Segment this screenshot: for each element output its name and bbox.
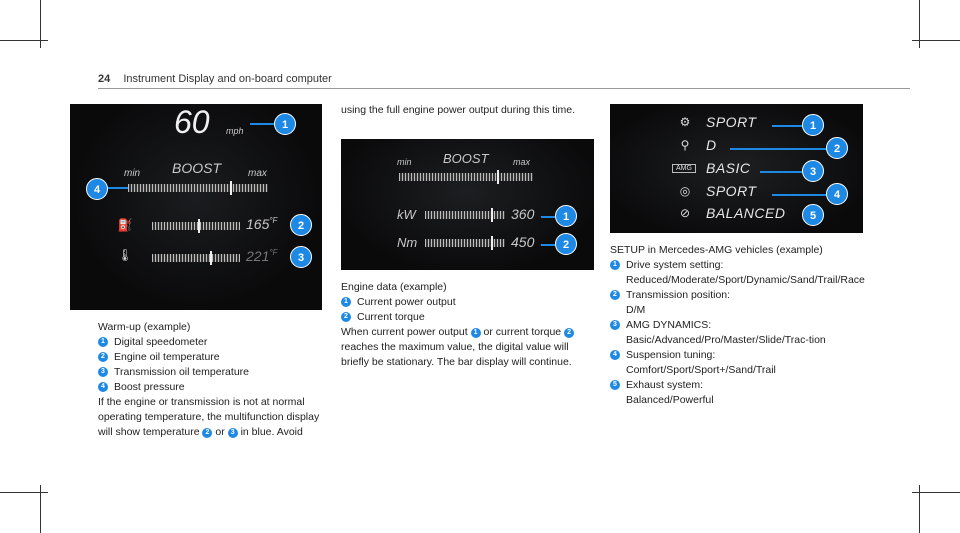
callout-line: [541, 244, 557, 246]
amg-setup-image: ⚙ SPORT 1 ⚲ D 2 AMG BASIC 3 ◎ SPORT 4 ⊘ …: [610, 104, 863, 233]
callout-line: [730, 148, 830, 150]
crop-mark: [40, 0, 41, 48]
callout-line: [760, 171, 804, 173]
crop-mark: [919, 485, 920, 533]
setup-row: ◎ SPORT: [672, 183, 756, 199]
speed-unit: mph: [226, 126, 244, 136]
suspension-icon: ◎: [679, 184, 691, 198]
setup-value: SPORT: [706, 183, 757, 199]
list-item-value: Basic/Advanced/Pro/Master/Slide/Trac-tio…: [626, 334, 826, 346]
page-number: 24: [98, 73, 111, 85]
page-header: 24 Instrument Display and on-board compu…: [98, 73, 332, 85]
trans-temp-value: 221°F: [246, 248, 278, 264]
crop-mark: [40, 485, 41, 533]
crop-mark: [912, 40, 960, 41]
list-item-value: Comfort/Sport/Sport+/Sand/Trail: [626, 364, 776, 376]
callout-3: 3: [802, 160, 824, 182]
boost-pressure-bar: [128, 181, 268, 195]
setup-value: BALANCED: [706, 205, 786, 221]
boost-label: BOOST: [172, 160, 222, 176]
callout-1: 1: [802, 114, 824, 136]
crop-mark: [912, 492, 960, 493]
nm-label: Nm: [397, 235, 418, 250]
callout-line: [250, 123, 280, 125]
callout-4: 4: [86, 178, 108, 200]
torque-bar: [425, 236, 505, 250]
list-item-value: Balanced/Powerful: [626, 394, 714, 406]
engine-data-image: min BOOST max kW 360 1 Nm 450 2: [341, 139, 594, 270]
setup-row: ⚲ D: [672, 137, 717, 153]
setup-row: ⊘ BALANCED: [672, 205, 785, 221]
max-label: max: [248, 168, 267, 179]
oil-temp-bar: [152, 219, 240, 233]
max-label: max: [513, 157, 531, 167]
warmup-display-image: 60 mph 1 min BOOST max 4 ⛽ 165°F 2 🌡 221…: [70, 104, 322, 310]
list-item-value: D/M: [626, 304, 646, 316]
callout-4: 4: [826, 183, 848, 205]
setup-value: BASIC: [706, 160, 751, 176]
exhaust-icon: ⊘: [679, 206, 691, 220]
setup-row: ⚙ SPORT: [672, 114, 756, 130]
callout-line: [541, 216, 557, 218]
setup-value: SPORT: [706, 114, 757, 130]
amg-dynamics-icon: AMG: [672, 163, 696, 173]
oil-temp-value: 165°F: [246, 216, 278, 232]
setup-caption-block: SETUP in Mercedes-AMG vehicles (example)…: [610, 243, 900, 408]
list-item-value: Reduced/Moderate/Sport/Dynamic/Sand/Trai…: [626, 274, 865, 286]
callout-line: [772, 125, 804, 127]
setup-row: AMG BASIC: [672, 160, 751, 176]
callout-line: [106, 187, 128, 189]
boost-pressure-bar: [399, 170, 533, 184]
header-rule: [98, 88, 910, 89]
callout-1: 1: [555, 205, 577, 227]
callout-line: [772, 194, 830, 196]
figure-caption: Warm-up (example): [98, 321, 191, 333]
transmission-temp-icon: 🌡: [117, 248, 133, 262]
body-paragraph: If the engine or transmission is not at …: [98, 396, 320, 438]
speed-value: 60: [174, 104, 210, 140]
figure-caption: Engine data (example): [341, 281, 447, 293]
boost-label: BOOST: [443, 151, 489, 166]
power-bar: [425, 208, 505, 222]
setup-value: D: [706, 137, 717, 153]
crop-mark: [919, 0, 920, 48]
callout-1: 1: [274, 113, 296, 135]
callout-2: 2: [555, 233, 577, 255]
engine-oil-icon: ⛽: [117, 218, 133, 232]
kw-label: kW: [397, 207, 416, 222]
intro-text: using the full engine power output durin…: [341, 104, 576, 116]
min-label: min: [397, 157, 412, 167]
callout-3: 3: [290, 246, 312, 268]
kw-value: 360: [511, 206, 535, 222]
transmission-icon: ⚲: [680, 138, 690, 152]
figure-caption: SETUP in Mercedes-AMG vehicles (example): [610, 244, 823, 256]
page-title: Instrument Display and on-board computer: [123, 73, 332, 85]
drive-program-icon: ⚙: [679, 115, 691, 129]
callout-2: 2: [290, 214, 312, 236]
body-paragraph: When current power output 1 or current t…: [341, 325, 596, 370]
trans-temp-bar: [152, 251, 240, 265]
crop-mark: [0, 492, 48, 493]
crop-mark: [0, 40, 48, 41]
min-label: min: [124, 168, 141, 179]
nm-value: 450: [511, 234, 535, 250]
callout-5: 5: [802, 204, 824, 226]
callout-2: 2: [826, 137, 848, 159]
